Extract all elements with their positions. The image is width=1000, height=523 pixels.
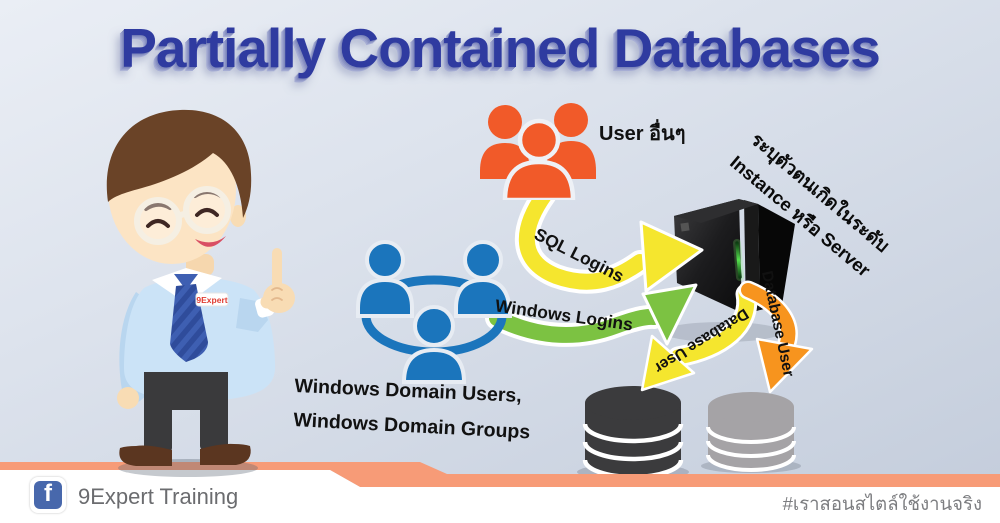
database-user-left-arrow	[640, 283, 758, 392]
character-badge: 9Expert	[195, 292, 229, 307]
server-logo-plate	[680, 222, 690, 232]
character-pointing-hand	[236, 248, 295, 332]
character-eye-left	[146, 219, 170, 228]
character-shoes	[119, 443, 251, 466]
windows-logins-arrow	[485, 283, 698, 347]
character-eye-right	[195, 208, 219, 217]
character-hair	[106, 109, 252, 218]
database-cylinder-dark-icon	[577, 386, 689, 480]
facebook-icon: f	[30, 477, 66, 513]
server-led-light	[735, 241, 742, 279]
character-head	[106, 109, 252, 264]
page-title: Partially Contained Databases	[120, 17, 881, 79]
character-eyebrow-left	[144, 202, 172, 211]
users-network-icon	[356, 240, 513, 384]
trainer-character-illustration: 9Expert	[106, 109, 295, 477]
facebook-f-glyph: f	[34, 481, 62, 509]
character-mouth	[195, 236, 226, 247]
footer-hashtag-text: #เราสอนสไตล์ใช้งานจริง	[782, 493, 982, 514]
database-cylinder-gray-icon	[701, 392, 801, 473]
external-users-label: User อื่นๆ	[599, 123, 686, 145]
sql-logins-arrow	[514, 182, 704, 294]
svg-text:9Expert: 9Expert	[196, 295, 227, 305]
users-group-icon	[480, 103, 596, 200]
character-pants	[144, 372, 228, 452]
footer-brand-text: 9Expert Training	[78, 484, 239, 509]
database-user-right-arrow	[738, 280, 814, 394]
character-ear	[230, 205, 246, 227]
